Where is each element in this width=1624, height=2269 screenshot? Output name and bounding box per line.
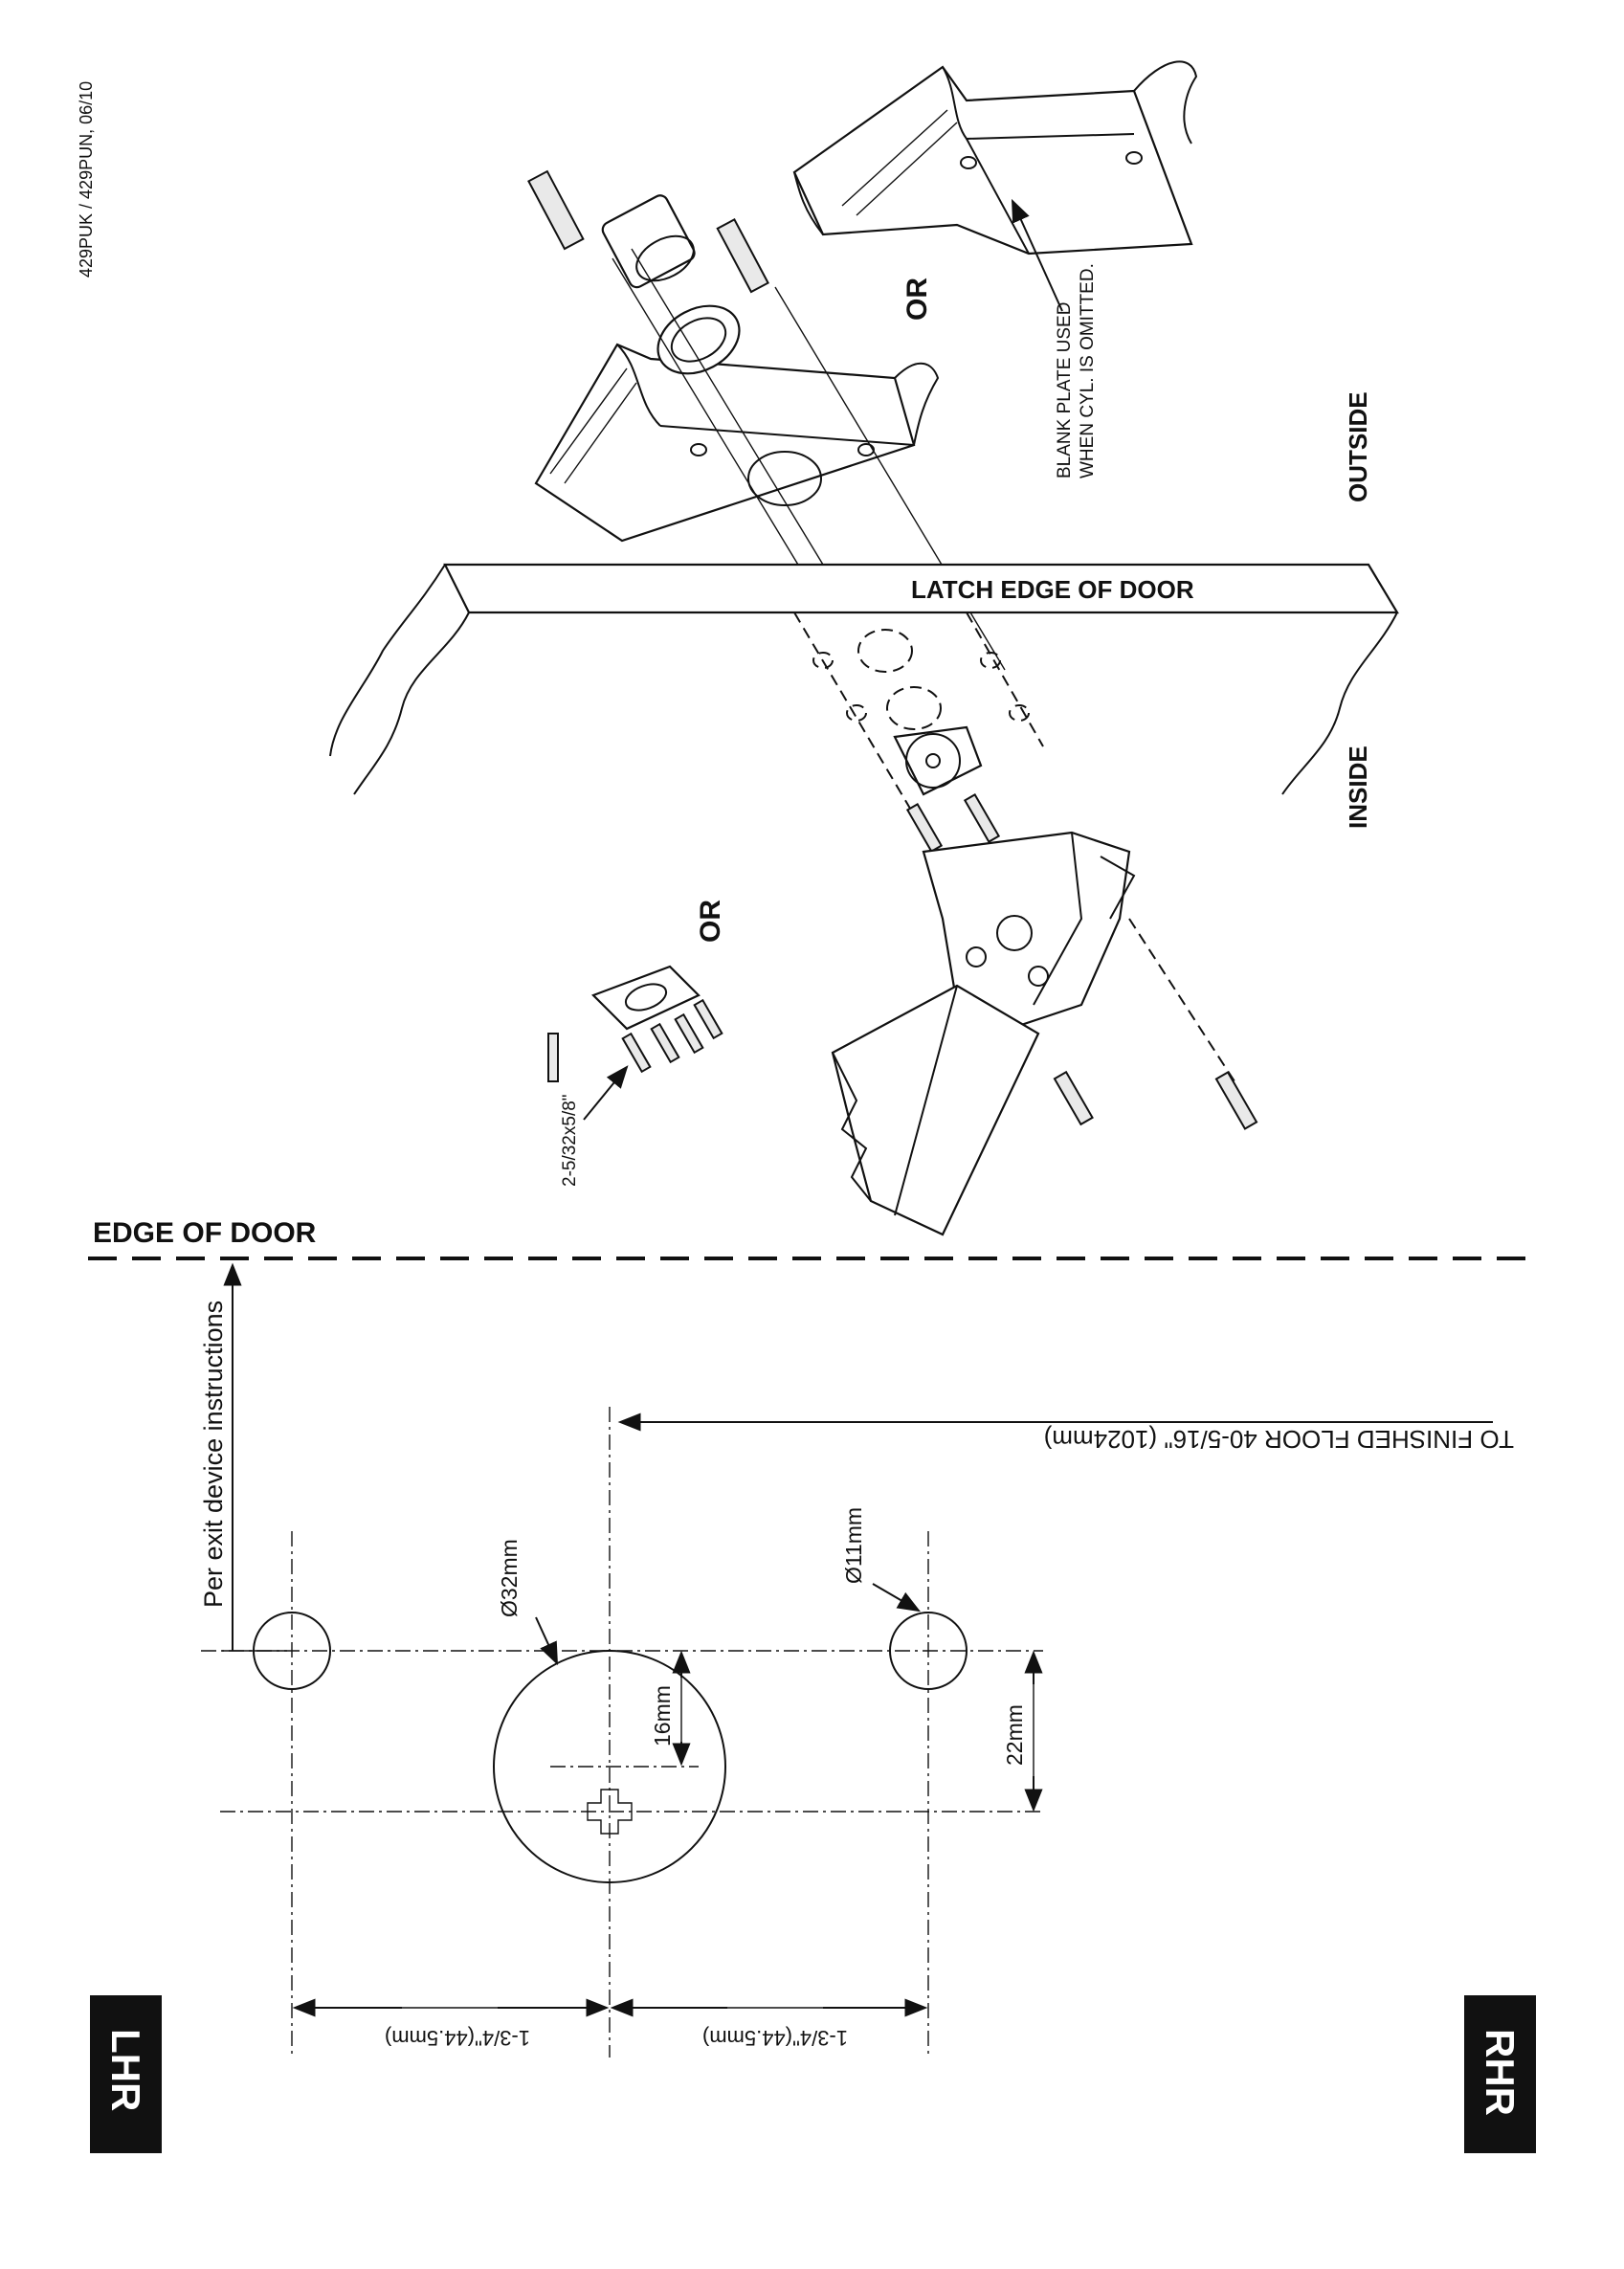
through-bolt-hole-right [889,1612,968,1690]
spindle-cross [587,1789,633,1835]
blank-plate [792,60,1198,256]
or-label-top: OR [901,278,933,321]
alternate-rose [547,965,723,1121]
latch-edge-label: LATCH EDGE OF DOOR [911,575,1194,604]
lhr-label: LHR [103,2029,148,2111]
drilling-template: Per exit device instructions TO FINISHED… [199,1262,1514,2058]
cylinder-plate [527,169,1006,671]
dia-11mm: Ø11mm [841,1507,866,1584]
dim-16mm: 16mm [650,1685,675,1746]
blank-plate-note-line1: BLANK PLATE USED [1055,302,1075,478]
rhr-label: RHR [1478,2029,1523,2116]
edge-of-door-label: EDGE OF DOOR [93,1217,317,1249]
document-code: 429PUK / 429PUN, 06/10 [77,81,96,278]
inside-label: INSIDE [1344,745,1372,829]
to-floor-label: TO FINISHED FLOOR 40-5/16" (1024mm) [1044,1425,1514,1454]
rhr-badge: RHR [1464,1995,1536,2153]
lhr-badge: LHR [90,1995,162,2153]
or-label-left: OR [695,900,726,943]
cylinder-hole [493,1650,726,1883]
exploded-assembly: OR OR BLANK PLATE USED WHEN CYL. IS OMIT… [329,60,1399,1236]
dim-right-44mm: 1-3/4"(44.5mm) [702,2026,848,2050]
dim-left-44mm: 1-3/4"(44.5mm) [385,2026,530,2050]
per-exit-label: Per exit device instructions [199,1301,228,1608]
dim-22mm: 22mm [1002,1704,1027,1766]
latch-mechanism [831,725,1258,1236]
blank-plate-note-line2: WHEN CYL. IS OMITTED. [1078,263,1098,478]
dia-32mm: Ø32mm [497,1539,522,1617]
screw-spec-label: 2-5/32x5/8" [560,1094,580,1187]
outside-label: OUTSIDE [1344,391,1372,502]
door-slab [329,563,1399,824]
